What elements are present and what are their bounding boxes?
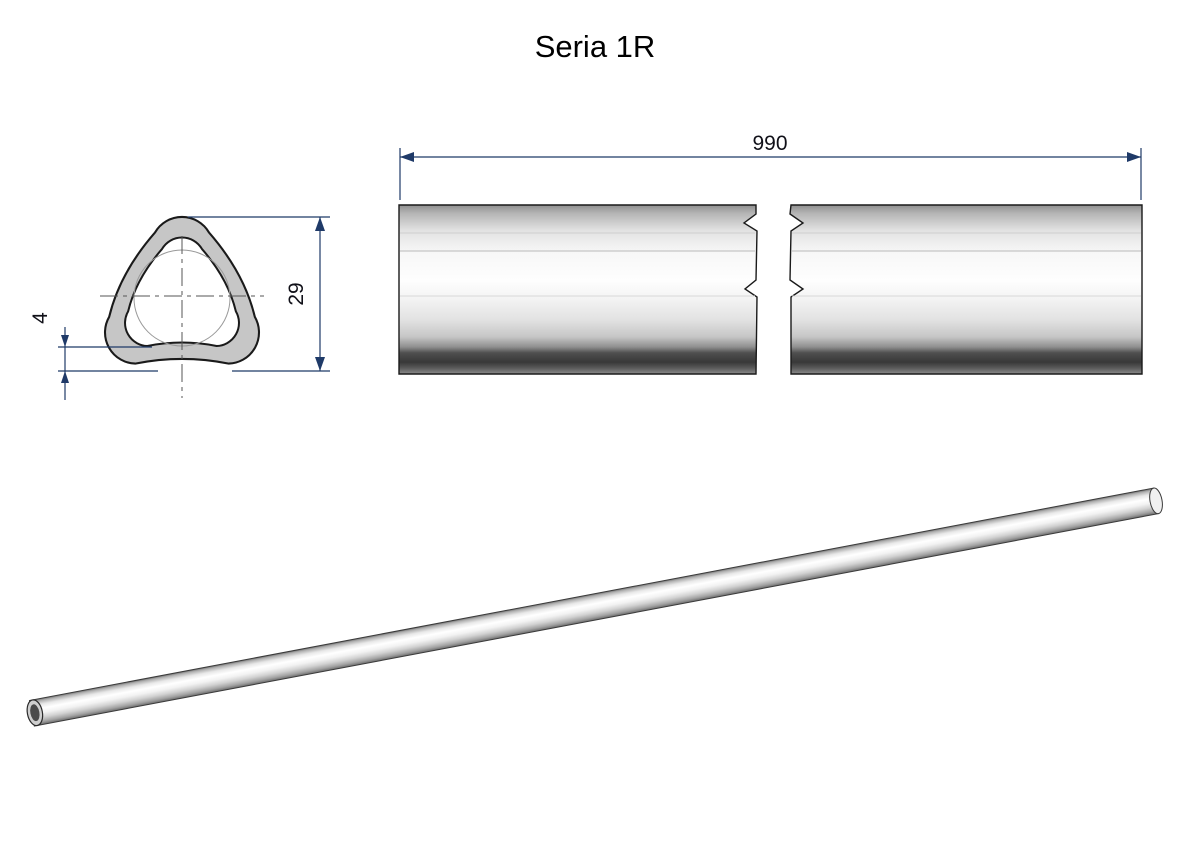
iso-tube-end-cap-right [1149,487,1163,515]
iso-view [26,487,1163,727]
length-label: 990 [752,132,787,155]
drawing-title: Seria 1R [535,29,656,64]
arrow-left-icon [400,152,414,162]
iso-tube-body [28,487,1160,727]
tube-segment-right [789,204,1143,375]
dimension-length: 990 [399,132,1142,200]
cross-section-view: 29 4 [29,215,330,400]
wall-thickness-label: 4 [29,312,52,324]
shading-band-lines [400,232,1141,297]
arrow-down-icon [61,335,69,347]
arrow-down-icon [315,357,325,371]
dimension-wall-thickness: 4 [29,312,158,400]
profile-height-label: 29 [285,282,308,305]
arrow-up-icon [315,217,325,231]
dimension-profile-height: 29 [188,216,330,372]
side-view: 990 [398,132,1143,375]
iso-tube-bore-left [30,704,40,722]
arrow-right-icon [1127,152,1141,162]
arrow-up-icon [61,371,69,383]
tube-segment-left [398,204,758,375]
